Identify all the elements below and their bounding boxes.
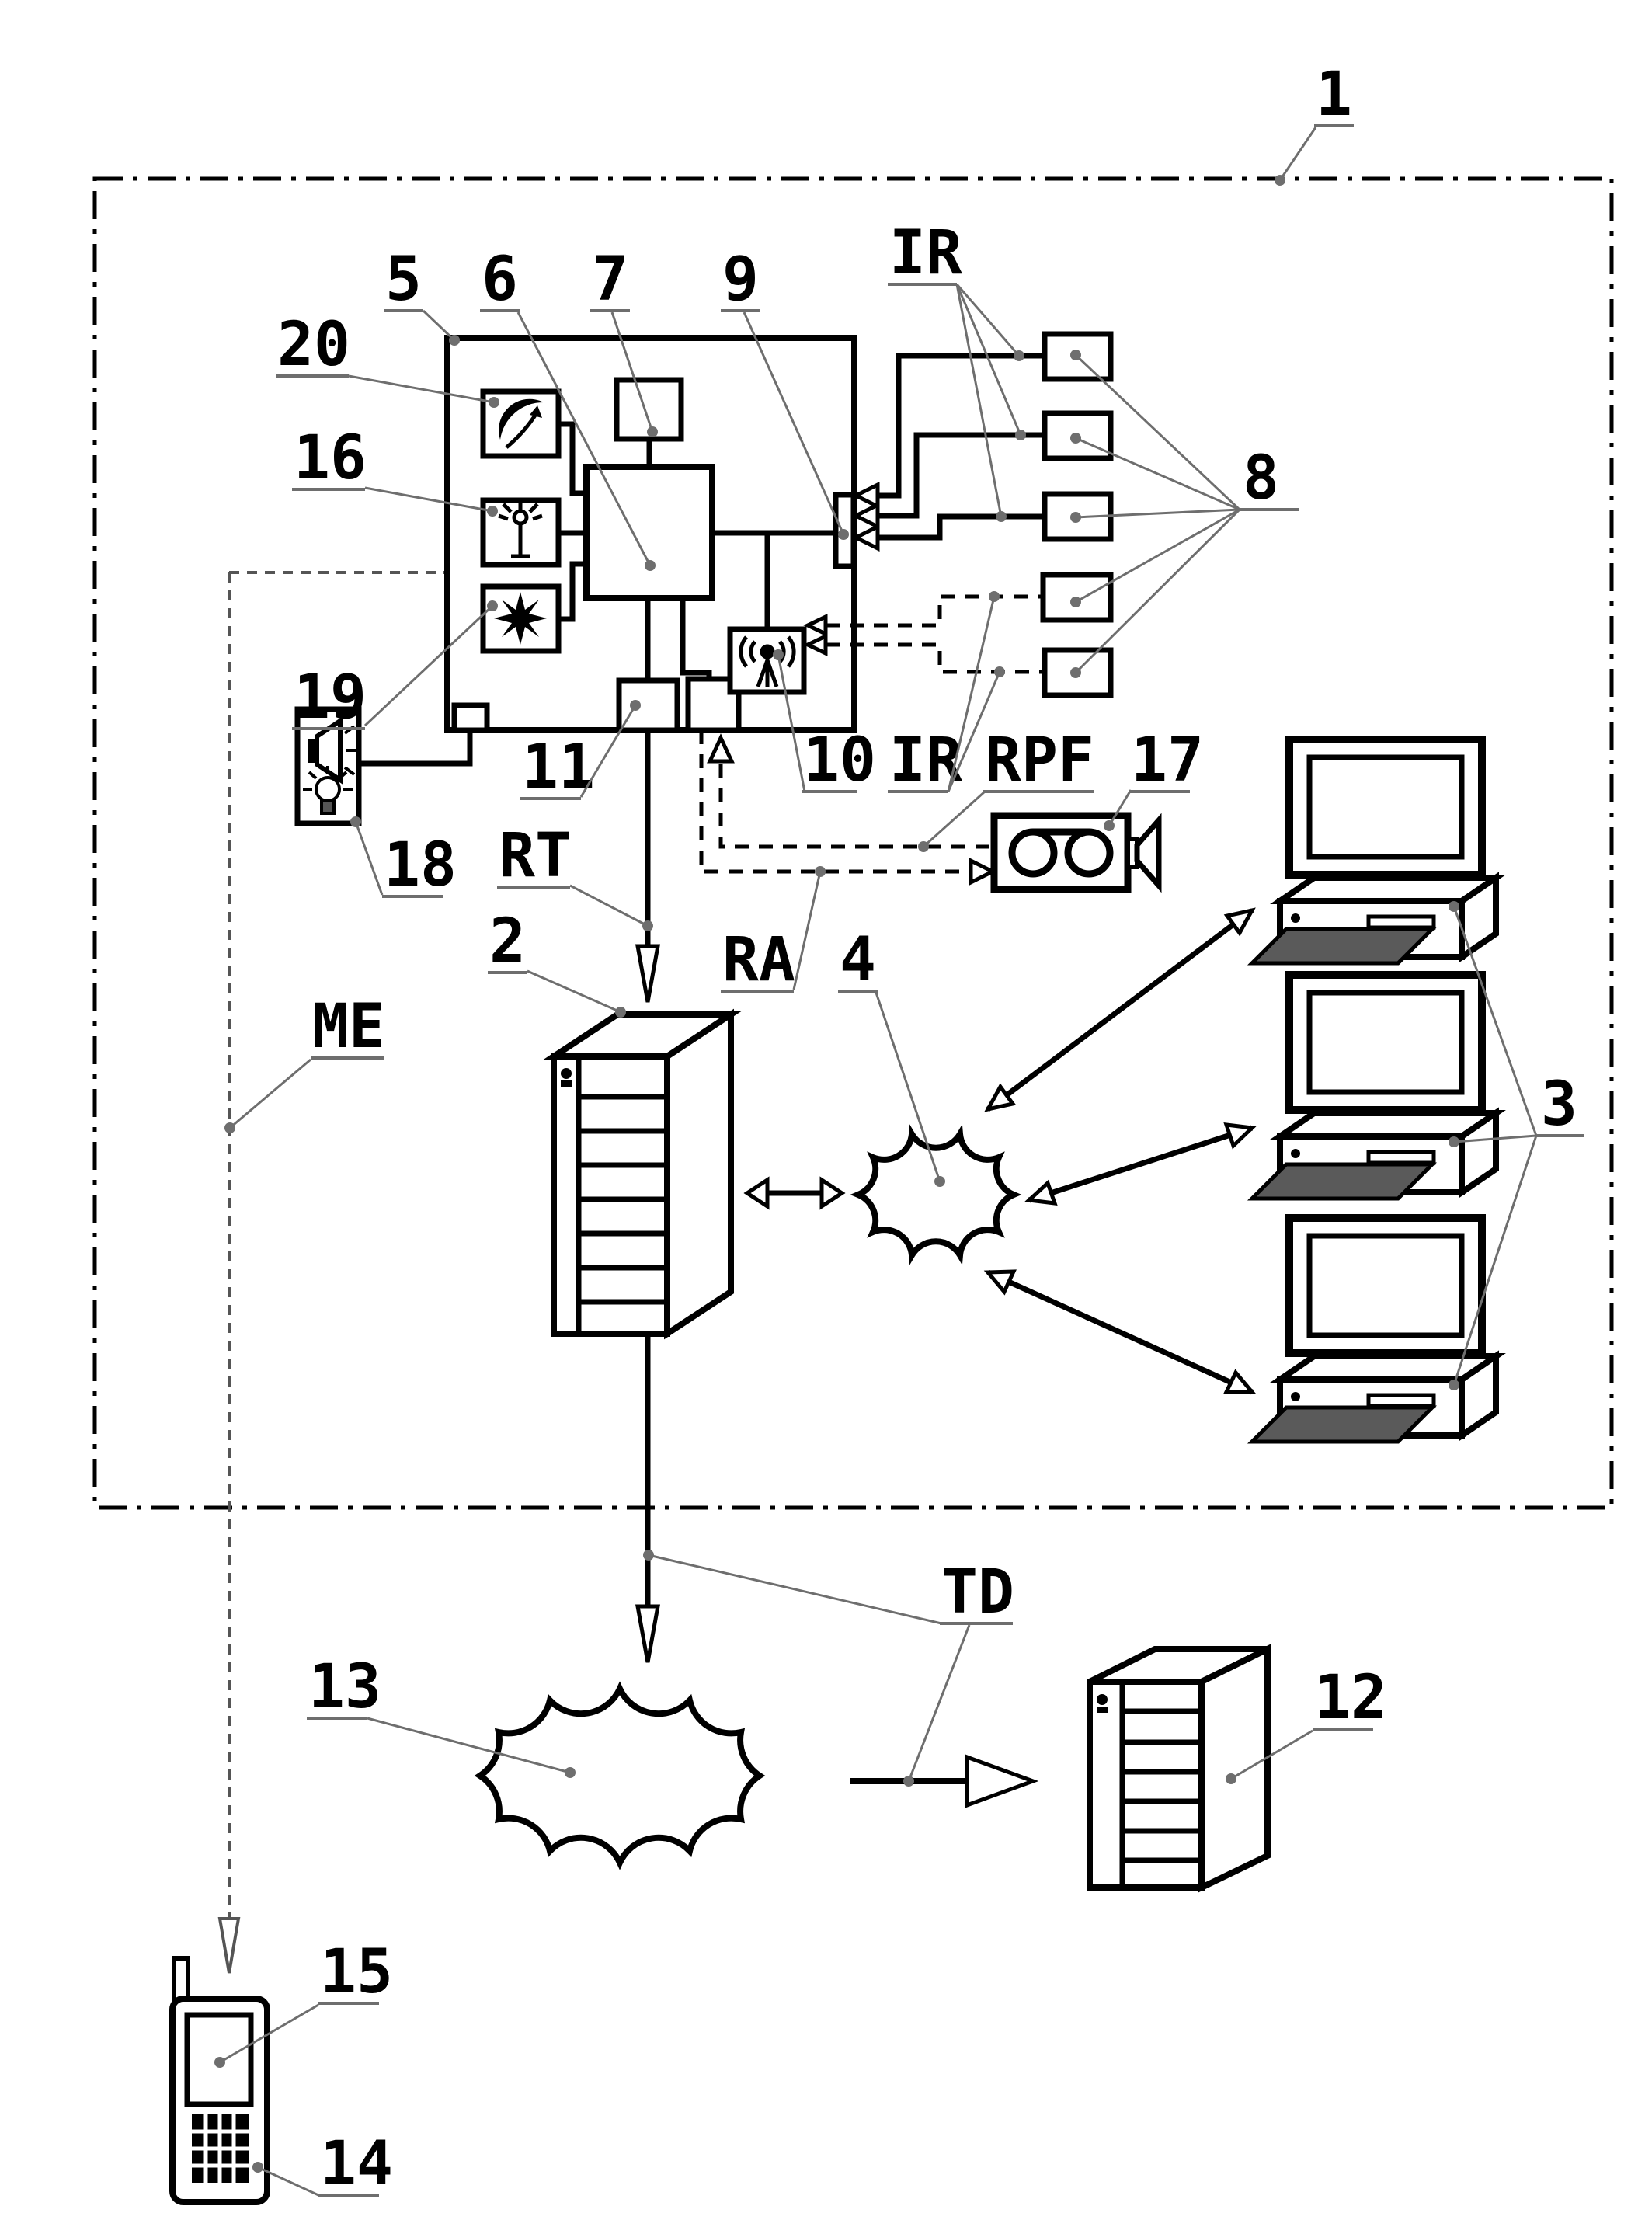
label-ra-text: RA — [722, 925, 795, 995]
label-2-text: 2 — [489, 906, 526, 976]
computer-3-2 — [1252, 975, 1496, 1199]
bulb-icon — [303, 766, 353, 815]
rt-arrowhead — [635, 944, 660, 1003]
label-3-text: 3 — [1541, 1070, 1577, 1140]
label-15-text: 15 — [320, 1937, 393, 2007]
label-10-text: 10 — [803, 726, 876, 795]
label-8: 8 — [1070, 350, 1299, 678]
label-15: 15 — [214, 1937, 393, 2068]
user-icon — [561, 1068, 572, 1087]
label-11: 11 — [520, 700, 641, 802]
label-rt-text: RT — [499, 821, 572, 891]
label-16: 16 — [292, 423, 498, 517]
server-cloud-link — [743, 1176, 846, 1210]
label-18: 18 — [350, 816, 457, 900]
label-7: 7 — [590, 245, 658, 437]
me-signal-line — [217, 571, 447, 1974]
label-13-text: 13 — [308, 1652, 381, 1722]
label-td-text: TD — [941, 1557, 1014, 1627]
label-me: ME — [224, 992, 385, 1133]
label-20: 20 — [276, 310, 499, 408]
me-arrowhead — [217, 1917, 241, 1974]
broadcast-icon — [739, 635, 796, 687]
network-cloud-13 — [474, 1681, 766, 1870]
label-17-text: 17 — [1131, 726, 1204, 795]
label-1: 1 — [1275, 60, 1354, 186]
label-ir-top-text: IR — [889, 218, 962, 288]
label-18-text: 18 — [384, 830, 457, 900]
cloud-server12-link — [850, 1754, 1039, 1808]
label-4-text: 4 — [840, 925, 876, 995]
label-6-text: 6 — [482, 245, 518, 315]
label-6: 6 — [480, 245, 656, 571]
label-3: 3 — [1449, 901, 1584, 1390]
label-2: 2 — [488, 906, 626, 1018]
label-1-text: 1 — [1316, 60, 1352, 130]
label-9-text: 9 — [722, 245, 759, 315]
user-icon — [1097, 1694, 1108, 1713]
label-rpf: RPF — [918, 726, 1094, 852]
label-8-text: 8 — [1243, 444, 1279, 513]
computer-3-1 — [1252, 739, 1496, 963]
camera-links — [699, 730, 997, 886]
td-line — [635, 1334, 660, 1663]
label-11-text: 11 — [522, 732, 595, 802]
label-19: 19 — [292, 600, 498, 732]
camera-icon — [1008, 813, 1162, 893]
label-5-text: 5 — [385, 245, 422, 315]
interface-box-11 — [616, 677, 680, 733]
bottom-stub-port — [451, 702, 490, 733]
label-td: TD — [643, 1550, 1014, 1787]
label-ra: RA — [721, 866, 826, 995]
internal-wiring — [359, 421, 838, 946]
camera-17 — [990, 812, 1162, 893]
radio-box-10 — [727, 626, 807, 695]
rpf-arrowhead — [707, 733, 735, 764]
ra-arrowhead — [969, 857, 997, 886]
label-14-text: 14 — [320, 2129, 393, 2199]
network-cloud-4 — [850, 1124, 1022, 1265]
label-rpf-text: RPF — [985, 726, 1094, 795]
label-4: 4 — [838, 925, 945, 1187]
computer-3-3 — [1252, 1218, 1496, 1442]
antenna-icon — [498, 500, 543, 558]
phone-antenna — [172, 1956, 190, 2004]
label-10: 10 — [773, 649, 876, 795]
processor-box-6 — [583, 464, 715, 601]
sensor-box-8-5 — [1042, 647, 1114, 698]
label-9: 9 — [721, 245, 849, 540]
label-rt: RT — [497, 821, 653, 931]
phone-keypad — [192, 2114, 249, 2183]
label-7-text: 7 — [592, 245, 628, 315]
module-box-19 — [480, 583, 562, 654]
satellite-dish-icon — [499, 398, 544, 449]
label-ir-top: IR — [888, 218, 1026, 522]
label-12-text: 12 — [1314, 1663, 1387, 1733]
label-ir-bottom: IR — [888, 591, 1005, 795]
server-2 — [543, 1008, 742, 1340]
system-boundary-1 — [92, 176, 1614, 1510]
burst-icon — [494, 592, 547, 645]
cloud-computer-links — [983, 907, 1257, 1395]
label-20-text: 20 — [277, 310, 350, 380]
ir-input-arrows — [851, 481, 880, 552]
label-12: 12 — [1226, 1663, 1387, 1784]
sensor-wires — [878, 353, 1045, 541]
label-13: 13 — [307, 1652, 576, 1778]
label-5: 5 — [384, 245, 460, 346]
label-16-text: 16 — [294, 423, 367, 493]
label-17: 17 — [1104, 726, 1204, 831]
label-14: 14 — [252, 2129, 393, 2199]
label-me-text: ME — [312, 992, 385, 1062]
label-19-text: 19 — [294, 663, 367, 732]
server-12 — [1087, 1644, 1271, 1893]
